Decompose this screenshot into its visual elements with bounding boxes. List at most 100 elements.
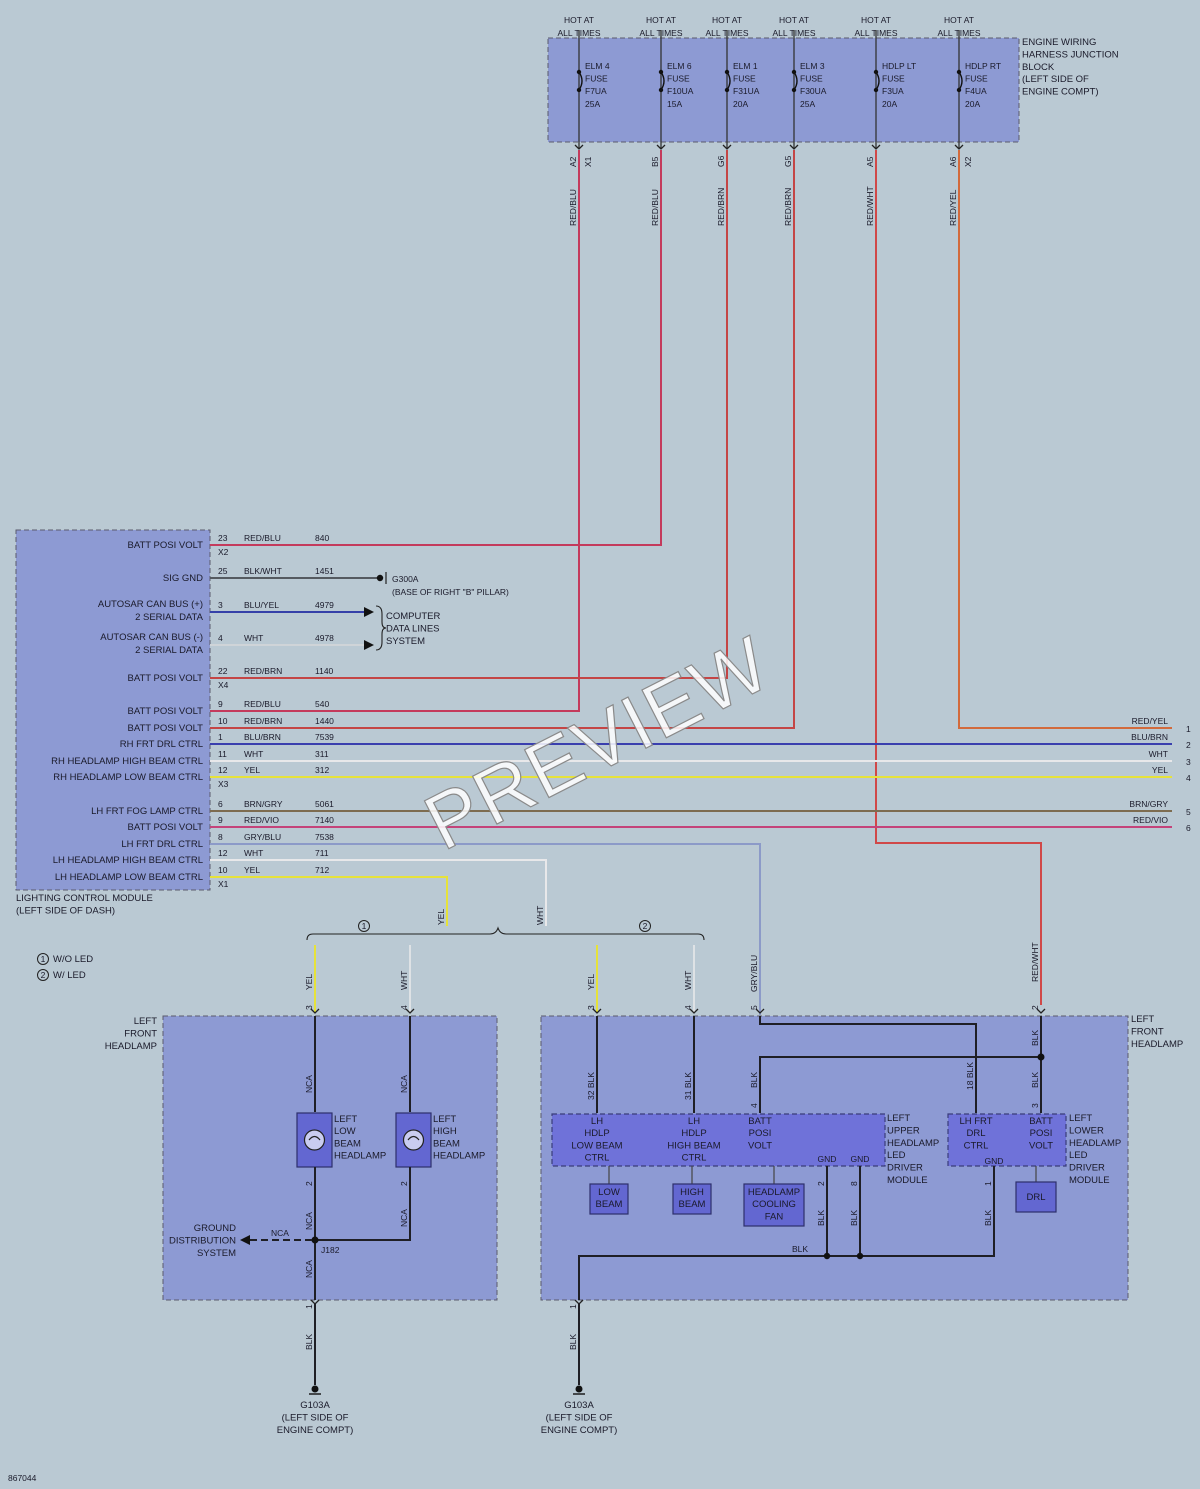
left-lower-led-driver-module — [947, 1113, 1067, 1167]
exit-reference-number: 3 — [1186, 757, 1191, 767]
lcm-wire-color: RED/BLU — [244, 699, 281, 709]
option-1-marker — [358, 920, 370, 932]
lower-drl-ctrl-label-line: DRL — [966, 1128, 985, 1139]
wire-blk-18 — [759, 1016, 977, 1113]
wire-nca-label: NCA — [304, 1212, 314, 1230]
lcm-pin-function: AUTOSAR CAN BUS (+) — [98, 599, 203, 610]
cooling-fan-label-line: HEADLAMP — [748, 1187, 800, 1198]
lcm-label-line: (LEFT SIDE OF DASH) — [16, 906, 115, 917]
lighting-control-module — [15, 529, 211, 891]
fuse-terminal — [956, 87, 962, 93]
wire-blk-label: BLK — [1030, 1072, 1040, 1088]
pin-number: 8 — [849, 1181, 859, 1186]
fuse-pin: G5 — [783, 155, 793, 167]
low-beam-led-label-line: LOW — [598, 1187, 620, 1198]
fuse-name: F30UA — [800, 86, 827, 96]
lcm-pin-number: 1 — [218, 732, 223, 742]
wire-blk-label: BLK — [749, 1072, 759, 1088]
lower-batt-posi-volt-label-line: BATT — [1029, 1116, 1053, 1127]
fuse-wire-color: RED/BRN — [783, 188, 793, 226]
lcm-wire-color: RED/BLU — [244, 533, 281, 543]
ground-g103a-1-label-line: G103A — [300, 1400, 330, 1411]
upper-gnd-2-label: GND — [851, 1154, 870, 1164]
pin-number: 2 — [816, 1181, 826, 1186]
lcm-connector-id: X3 — [218, 779, 229, 789]
splice-j182 — [311, 1236, 319, 1244]
lcm-circuit-number: 1140 — [315, 666, 334, 676]
fuse-name: ELM 4 — [585, 61, 610, 71]
fuse-connector-id: X2 — [963, 156, 973, 167]
upper-batt-posi-volt-label-line: BATT — [748, 1116, 772, 1127]
fuse-connector-chevron — [722, 144, 732, 150]
fuse-name: ELM 1 — [733, 61, 758, 71]
ground-g103a-1-terminal — [311, 1385, 319, 1393]
pin-number: 3 — [586, 1005, 596, 1010]
preview-watermark: PREVIEW — [411, 619, 784, 867]
fuse-terminal — [873, 69, 879, 75]
fuse-block-label-line: ENGINE WIRING — [1022, 37, 1096, 48]
splice-batt — [1037, 1053, 1045, 1061]
upper-batt-posi-volt-label-line: POSI — [749, 1128, 772, 1139]
lcm-pin-function: BATT POSI VOLT — [128, 673, 204, 684]
wire-red-brn-1440 — [210, 150, 795, 729]
lcm-pin-function: BATT POSI VOLT — [128, 540, 204, 551]
lcm-pin-function: LH HEADLAMP HIGH BEAM CTRL — [53, 855, 203, 866]
fuse-block-label-line: HARNESS JUNCTION — [1022, 49, 1119, 60]
upper-high-beam-ctrl-label-line: CTRL — [682, 1153, 707, 1164]
lcm-pin-function: LH FRT FOG LAMP CTRL — [91, 806, 203, 817]
lcm-pin-function: BATT POSI VOLT — [128, 723, 204, 734]
lcm-circuit-number: 4978 — [315, 633, 334, 643]
connector-chevron — [592, 1008, 602, 1014]
lower-drl-ctrl-label-line: LH FRT — [959, 1116, 992, 1127]
headlamp-cooling-fan — [743, 1183, 805, 1227]
connector-chevron — [755, 1008, 765, 1014]
lcm-circuit-number: 1440 — [315, 716, 334, 726]
lcm-circuit-number: 540 — [315, 699, 329, 709]
lcm-pin-function: SIG GND — [163, 573, 203, 584]
exit-wire-color: RED/VIO — [1133, 815, 1168, 825]
fuse-terminal — [956, 69, 962, 75]
exit-wire-color: WHT — [1149, 749, 1168, 759]
left-headlamp-a-label-line: HEADLAMP — [105, 1041, 157, 1052]
fuse-junction-block — [547, 37, 1020, 143]
fuse-name: 20A — [733, 99, 748, 109]
wire-wht-label: WHT — [683, 971, 693, 990]
pin-number: 1 — [568, 1304, 578, 1309]
computer-data-lines-label-line: DATA LINES — [386, 623, 440, 634]
lcm-circuit-number: 712 — [315, 865, 329, 875]
option-2-number: 2 — [643, 921, 648, 931]
high-beam-led — [672, 1183, 712, 1215]
fuse-terminal — [658, 87, 664, 93]
lcm-pin-number: 12 — [218, 848, 228, 858]
fuse-connector-chevron — [871, 144, 881, 150]
fuse-name: F31UA — [733, 86, 760, 96]
left-headlamp-b-label-line: FRONT — [1131, 1027, 1164, 1038]
wire-blk-label: BLK — [792, 1244, 808, 1254]
upper-high-beam-ctrl-label-line: LH — [688, 1116, 700, 1127]
pin-number: 2 — [304, 1181, 314, 1186]
wire-nca-label: NCA — [304, 1075, 314, 1093]
pin-number: 4 — [683, 1005, 693, 1010]
exit-reference-number: 6 — [1186, 823, 1191, 833]
wire-blk-label: BLK — [849, 1210, 859, 1226]
upper-driver-label-line: DRIVER — [887, 1163, 923, 1174]
legend-item-without-led: W/O LED — [53, 954, 93, 965]
fuse-terminal — [791, 87, 797, 93]
fuse-connector-chevron — [789, 144, 799, 150]
fuse-name: ELM 3 — [800, 61, 825, 71]
connector-chevron — [405, 1008, 415, 1014]
fuse-name: F4UA — [965, 86, 987, 96]
computer-data-lines-label-line: COMPUTER — [386, 611, 441, 622]
low-beam-led — [589, 1183, 629, 1215]
lower-batt-posi-volt-label-line: POSI — [1030, 1128, 1053, 1139]
wire-red-yel-exit — [958, 150, 1172, 729]
lcm-pin-number: 3 — [218, 600, 223, 610]
fuse-name: HDLP LT — [882, 61, 916, 71]
lower-drl-ctrl-label-line: CTRL — [964, 1140, 989, 1151]
lcm-pin-function: BATT POSI VOLT — [128, 706, 204, 717]
left-high-beam-label-line: LEFT — [433, 1114, 456, 1125]
ground-distribution-label-line: DISTRIBUTION — [169, 1235, 236, 1246]
pin-number: 2 — [1030, 1005, 1040, 1010]
can-plus-arrow — [364, 607, 374, 617]
fuse-connector-chevron — [954, 144, 964, 150]
